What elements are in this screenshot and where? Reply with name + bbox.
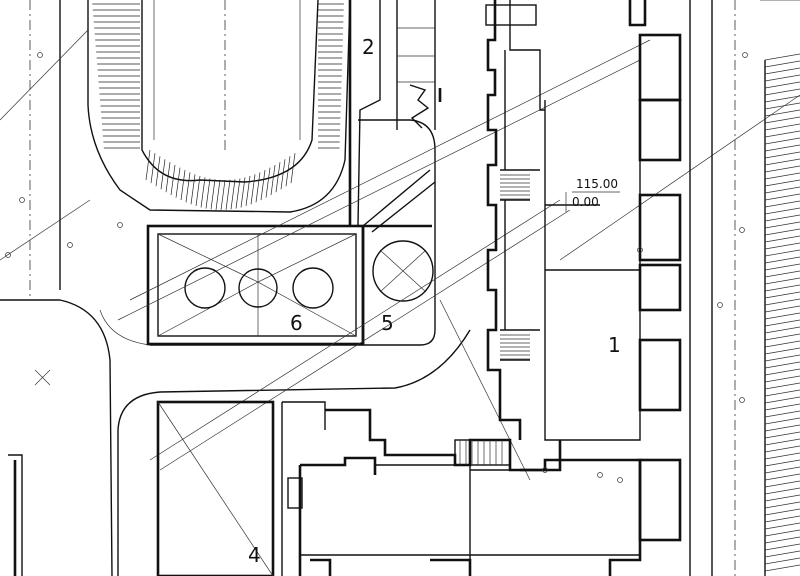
amphitheatre-bottom-hatching	[145, 149, 296, 211]
zone-label-2: 2	[362, 35, 375, 59]
left-road-lines	[0, 0, 91, 576]
tank-a	[184, 267, 226, 309]
tank-d	[372, 240, 434, 302]
access-road	[0, 119, 471, 576]
stepped-facade	[485, 0, 545, 440]
building-zone-4: 4	[156, 400, 275, 576]
tank-c	[292, 267, 334, 309]
zone-label-6: 6	[290, 311, 303, 335]
survey-points	[5, 52, 748, 483]
amphitheatre	[87, 0, 351, 213]
zone-label-1: 1	[608, 333, 621, 357]
tank-b	[238, 268, 278, 308]
right-road-lines	[689, 0, 800, 576]
zone-label-4: 4	[248, 543, 261, 567]
elevation-absolute: 115.00	[576, 177, 618, 191]
right-edge-hatching	[764, 53, 800, 572]
utility-lines	[117, 39, 800, 481]
amphitheatre-left-hatching	[92, 3, 140, 149]
tank-zone-5: 5	[361, 169, 436, 344]
stair-block-lower	[500, 334, 530, 360]
tank-compound-zone-6: 6	[146, 224, 365, 346]
zone-label-5: 5	[381, 311, 394, 335]
building-zone-1: 1 115.00 0.00	[520, 0, 682, 542]
parking-zone-2: 2	[348, 0, 442, 226]
amphitheatre-right-hatching	[318, 3, 344, 149]
elevation-relative: 0.00	[572, 195, 599, 209]
stair-block-upper	[500, 174, 530, 200]
lower-building-complex	[281, 401, 642, 576]
